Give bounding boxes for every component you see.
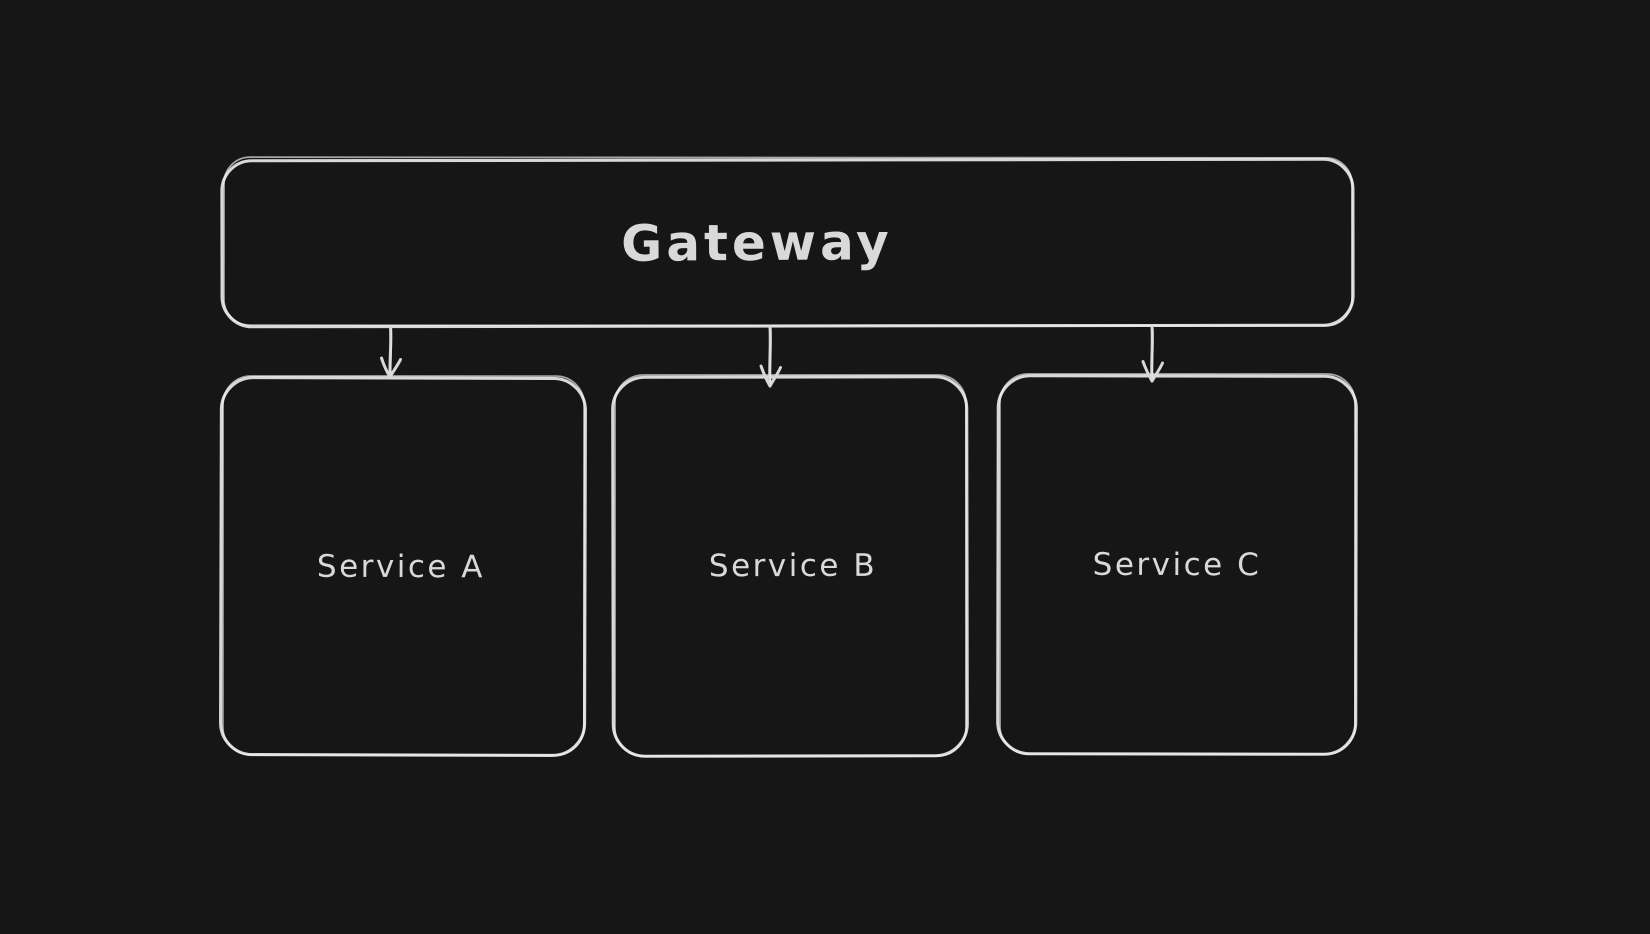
service-a-node-shape[interactable] <box>219 375 587 757</box>
service-b-node-shape[interactable] <box>611 374 969 758</box>
service-b-node-label[interactable]: Service B <box>708 547 878 585</box>
gateway-node-label[interactable]: Gateway <box>621 213 893 273</box>
arrow-gateway-to-service-b[interactable] <box>759 325 782 388</box>
service-c-node-label[interactable]: Service C <box>1092 546 1262 584</box>
service-c-node-shape[interactable] <box>996 373 1358 756</box>
gateway-node-shape[interactable] <box>220 156 1355 329</box>
service-a-node-label[interactable]: Service A <box>316 548 486 586</box>
arrow-gateway-to-service-c[interactable] <box>1141 325 1164 383</box>
arrow-gateway-to-service-a[interactable] <box>380 325 402 379</box>
